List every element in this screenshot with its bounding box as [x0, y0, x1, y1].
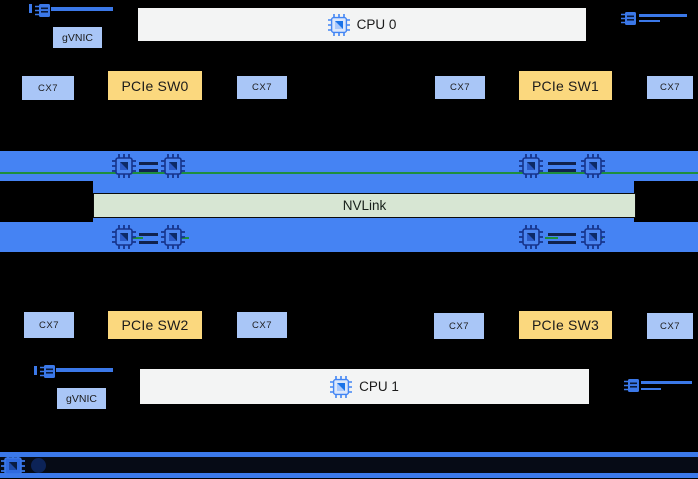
nic-uplink-icon — [624, 378, 640, 393]
gpu-bus-mark — [139, 169, 158, 172]
cpu0-label: CPU 0 — [356, 17, 397, 32]
cpu-chip-icon — [330, 375, 353, 398]
ipu-chip-icon — [1, 454, 25, 478]
cx7-label: CX7 — [449, 320, 469, 332]
cx7-label: CX7 — [39, 319, 59, 331]
pcie-switch-box: PCIe SW3 — [519, 311, 612, 339]
cpu-chip-icon — [327, 13, 350, 36]
gpu-chip-icon — [581, 154, 605, 178]
cx7-label: CX7 — [252, 319, 272, 331]
gvnic-label: gVNIC — [62, 31, 93, 44]
nvlink-trace-line — [0, 172, 698, 174]
gpu-chip-icon — [112, 225, 136, 249]
nic-uplink-icon — [35, 3, 51, 18]
pcie-switch-label: PCIe SW0 — [121, 77, 189, 94]
cx7-nic-box: CX7 — [237, 312, 287, 338]
gpu-chip-icon — [519, 154, 543, 178]
cx7-nic-box: CX7 — [434, 313, 484, 339]
cx7-nic-box: CX7 — [237, 76, 287, 99]
cx7-label: CX7 — [252, 82, 272, 93]
nvlink-label: NVLink — [342, 198, 387, 213]
network-node-icon — [31, 458, 46, 473]
uplink-wire — [56, 368, 113, 372]
cpu1-box: CPU 1 — [140, 369, 589, 404]
uplink-tick — [34, 366, 37, 375]
nvlink-connector — [93, 181, 634, 195]
nic-uplink-icon — [40, 364, 56, 379]
cx7-label: CX7 — [38, 82, 58, 94]
gpu-bus-mark — [139, 233, 158, 236]
pcie-switch-box: PCIe SW0 — [108, 71, 202, 100]
gvnic-box-bottom: gVNIC — [57, 388, 106, 409]
uplink-wire-stub — [639, 20, 660, 22]
uplink-wire — [51, 7, 113, 11]
cx7-nic-box: CX7 — [435, 76, 485, 99]
pcie-switch-label: PCIe SW1 — [532, 77, 599, 94]
nvlink-trace-line — [175, 237, 189, 239]
pcie-switch-box: PCIe SW1 — [519, 71, 612, 100]
uplink-wire — [639, 14, 687, 17]
cx7-label: CX7 — [660, 82, 680, 93]
gpu-chip-icon — [161, 154, 185, 178]
nvlink-trace-line — [545, 237, 558, 239]
gvnic-box-top: gVNIC — [53, 27, 102, 48]
cx7-label: CX7 — [660, 320, 680, 332]
gpu-bar-top — [0, 151, 698, 181]
uplink-wire-stub — [641, 388, 661, 390]
gpu-bar-bottom — [0, 222, 698, 252]
nic-uplink-icon — [621, 11, 637, 26]
host-network-bar — [0, 452, 698, 478]
gpu-bus-mark — [548, 169, 576, 172]
gpu-chip-icon — [581, 225, 605, 249]
pcie-switch-box: PCIe SW2 — [108, 311, 202, 339]
cx7-nic-box: CX7 — [22, 76, 74, 100]
gpu-bus-mark — [548, 233, 576, 236]
cpu0-box: CPU 0 — [138, 8, 586, 41]
nvlink-connector — [93, 215, 634, 223]
uplink-wire — [641, 381, 692, 384]
cpu1-label: CPU 1 — [359, 379, 399, 394]
gpu-chip-icon — [161, 225, 185, 249]
cx7-nic-box: CX7 — [24, 312, 74, 338]
gpu-bus-mark — [548, 162, 576, 165]
cx7-label: CX7 — [450, 82, 470, 93]
gpu-bus-mark — [548, 241, 576, 244]
pcie-switch-label: PCIe SW3 — [532, 317, 599, 333]
gpu-chip-icon — [519, 225, 543, 249]
gpu-bus-mark — [139, 162, 158, 165]
cx7-nic-box: CX7 — [647, 76, 693, 99]
nvlink-trace-line — [130, 237, 143, 239]
gvnic-label: gVNIC — [66, 392, 97, 405]
gpu-chip-icon — [112, 154, 136, 178]
pcie-switch-label: PCIe SW2 — [121, 317, 189, 333]
gpu-bus-mark — [139, 241, 158, 244]
cx7-nic-box: CX7 — [647, 313, 693, 339]
nvlink-bar: NVLink — [93, 193, 636, 218]
uplink-tick — [29, 4, 32, 13]
